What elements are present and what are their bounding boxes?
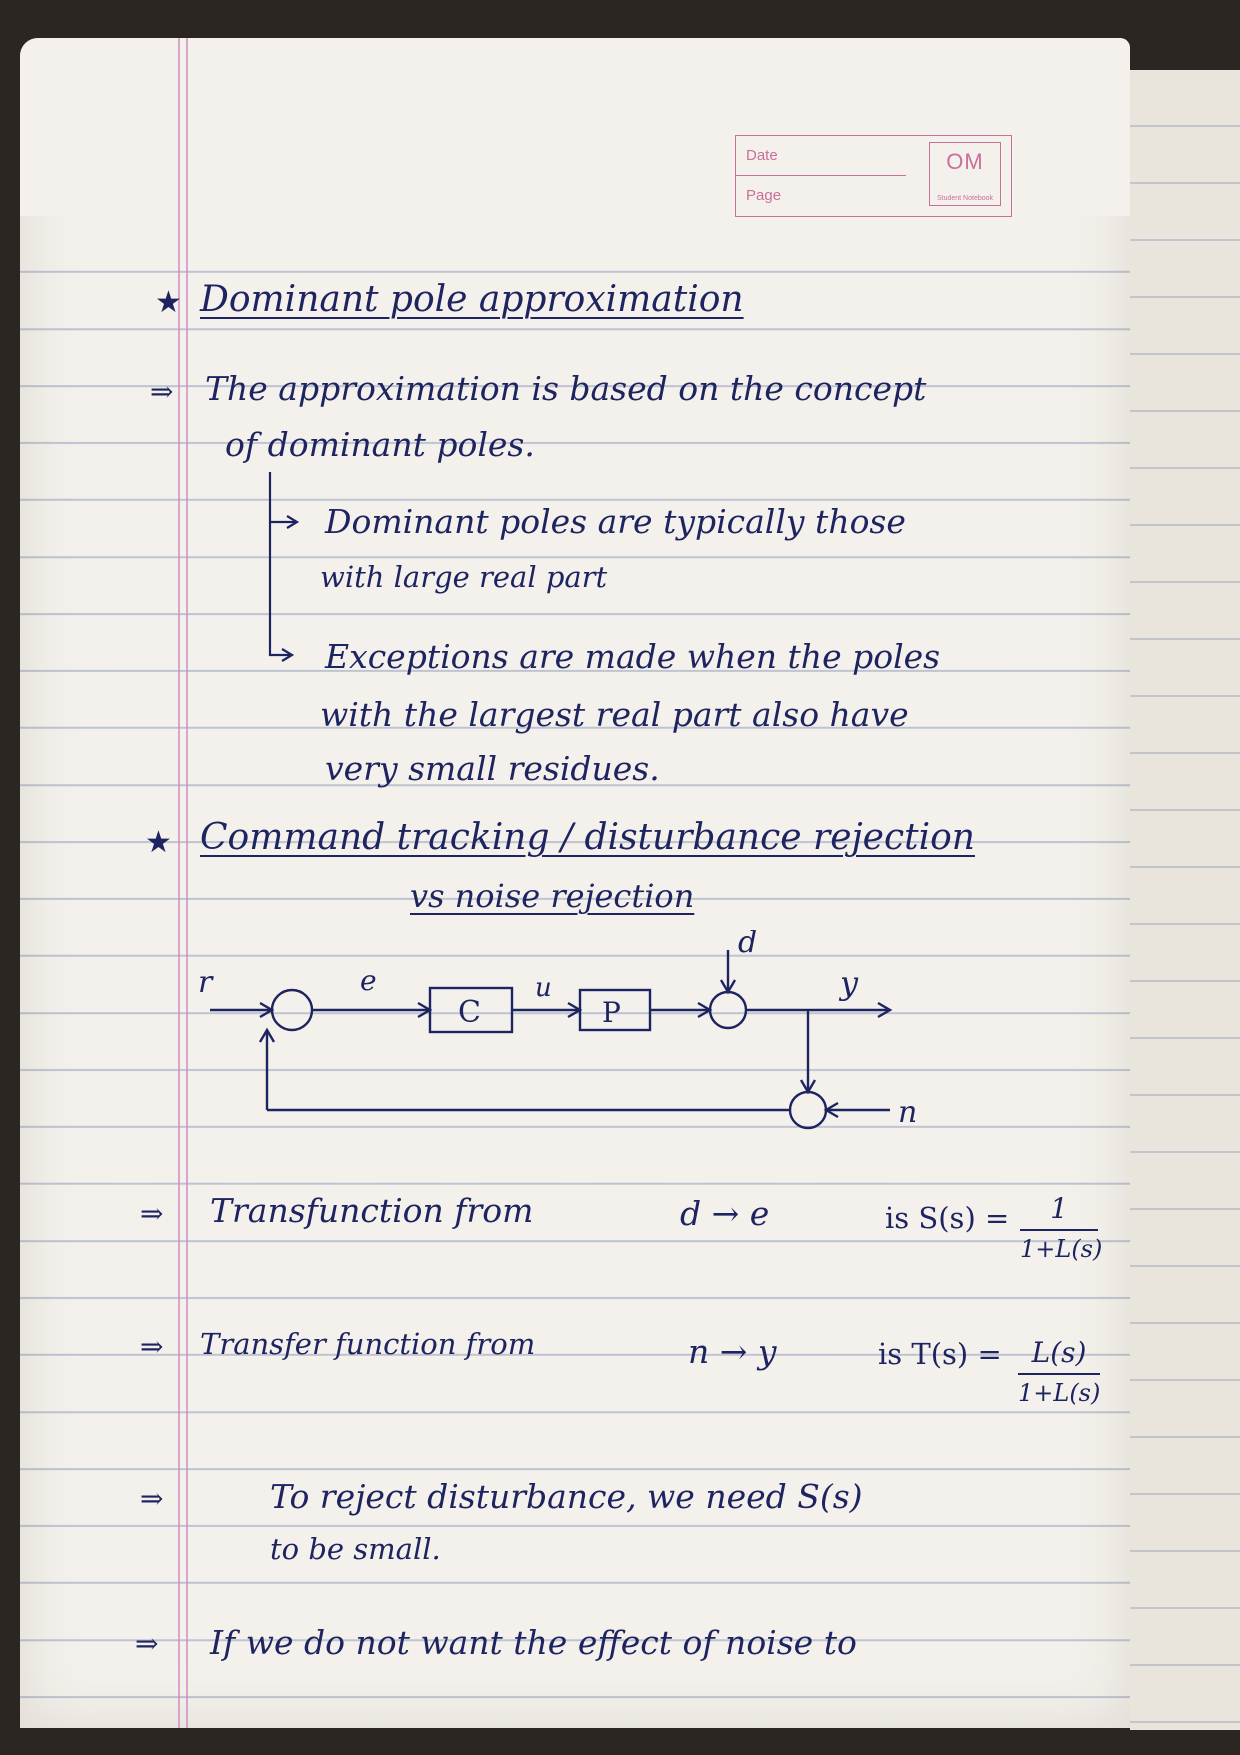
date-page-box: Date Page OM Student Notebook [735,135,1012,217]
diagram-label-n: n [898,1095,917,1130]
logo-text: OM [946,149,984,174]
ruled-sheet [20,38,1130,1728]
diagram-label-p: P [602,996,621,1029]
tf2-is: is T(s) = [878,1337,1002,1371]
star-bullet-icon: ★ [145,825,172,860]
reject-line-1: To reject disturbance, we need S(s) [270,1477,863,1516]
page-label: Page [746,187,782,204]
reject-line-2: to be small. [270,1532,441,1566]
implies-arrow-icon: ⇒ [140,1330,164,1363]
section2-title-line-2: vs noise rejection [410,877,695,915]
notebook-logo: OM Student Notebook [929,142,1001,206]
diagram-label-c: C [458,995,481,1030]
tf1-denominator: 1+L(s) [1020,1235,1103,1263]
bullet2-line-3: very small residues. [325,749,660,788]
tf2-numerator: L(s) [1031,1336,1087,1369]
implies-arrow-icon: ⇒ [135,1627,159,1660]
next-page-edge [1130,70,1240,1730]
star-bullet-icon: ★ [155,285,182,320]
tf2-text: Transfer function from [200,1327,536,1361]
tf1-is: is S(s) = [885,1201,1010,1235]
tf2-denominator: 1+L(s) [1018,1379,1101,1407]
implies-arrow-icon: ⇒ [140,1197,164,1230]
bullet1-line-1: Dominant poles are typically those [325,502,906,541]
tf1-path: d → e [680,1194,770,1233]
intro-line-1: The approximation is based on the concep… [205,369,927,408]
margin-line-left [178,38,180,1728]
feedback-block-diagram: r e C u P d y n [198,930,917,1130]
intro-line-2: of dominant poles. [225,425,535,464]
implies-arrow-icon: ⇒ [140,1482,164,1515]
section1-title: Dominant pole approximation [200,279,744,320]
date-label: Date [736,136,906,176]
bullet1-line-2: with large real part [320,560,608,594]
tf2-path: n → y [688,1332,777,1371]
bullet2-line-2: with the largest real part also have [320,695,909,734]
logo-subtext: Student Notebook [936,195,994,202]
bullet2-line-1: Exceptions are made when the poles [325,637,941,676]
tf2-fraction: L(s) 1+L(s) [1018,1336,1100,1407]
diagram-label-r: r [198,965,214,1000]
diagram-label-u: u [535,973,552,1003]
diagram-label-y: y [838,964,859,1002]
bracket-connector-icon [268,472,300,662]
implies-arrow-icon: ⇒ [150,375,174,408]
section2-title-line-1: Command tracking / disturbance rejection [200,817,975,858]
margin-line-right [186,38,188,1728]
diagram-label-e: e [360,964,377,997]
tf1-text: Transfunction from [210,1191,534,1230]
tf1-fraction: 1 1+L(s) [1020,1192,1103,1263]
tf1-numerator: 1 [1050,1192,1068,1225]
diagram-label-d: d [738,930,757,960]
noise-line-1: If we do not want the effect of noise to [210,1623,857,1662]
